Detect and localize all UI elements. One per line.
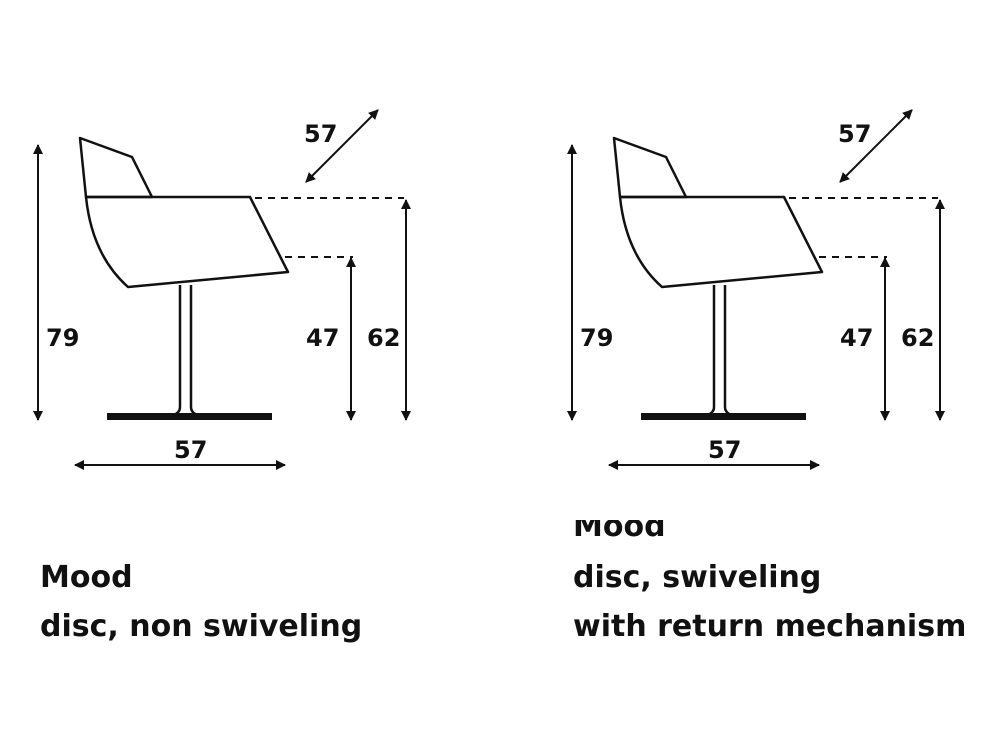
caption-line: with return mechanism <box>573 609 967 644</box>
caption-name: Mood <box>40 560 133 595</box>
seat-height-label: 47 <box>840 324 873 352</box>
caption-line: disc, swiveling <box>573 560 822 595</box>
width-label: 57 <box>708 436 741 464</box>
caption-name: Mood <box>573 520 666 542</box>
chair-disc-base <box>641 413 806 420</box>
chair-backrest <box>78 136 154 199</box>
chair-disc-base <box>107 413 272 420</box>
chair-stem <box>703 285 736 418</box>
height-label: 79 <box>580 324 613 352</box>
depth-dimension-line <box>839 109 913 183</box>
seat-height-label: 47 <box>306 324 339 352</box>
chair-stem <box>169 285 202 418</box>
chair-drawing-swiveling <box>567 109 945 470</box>
depth-label: 57 <box>304 120 337 148</box>
width-label: 57 <box>174 436 207 464</box>
chair-shell <box>84 195 290 289</box>
height-label: 79 <box>46 324 79 352</box>
arm-height-label: 62 <box>367 324 400 352</box>
chair-shell <box>618 195 824 289</box>
chair-drawing-non-swiveling <box>33 109 411 470</box>
arm-height-label: 62 <box>901 324 934 352</box>
chair-backrest <box>612 136 688 199</box>
caption-name-cropped: Mood <box>573 520 666 542</box>
depth-dimension-line <box>305 109 379 183</box>
depth-label: 57 <box>838 120 871 148</box>
caption-line: disc, non swiveling <box>40 609 363 644</box>
